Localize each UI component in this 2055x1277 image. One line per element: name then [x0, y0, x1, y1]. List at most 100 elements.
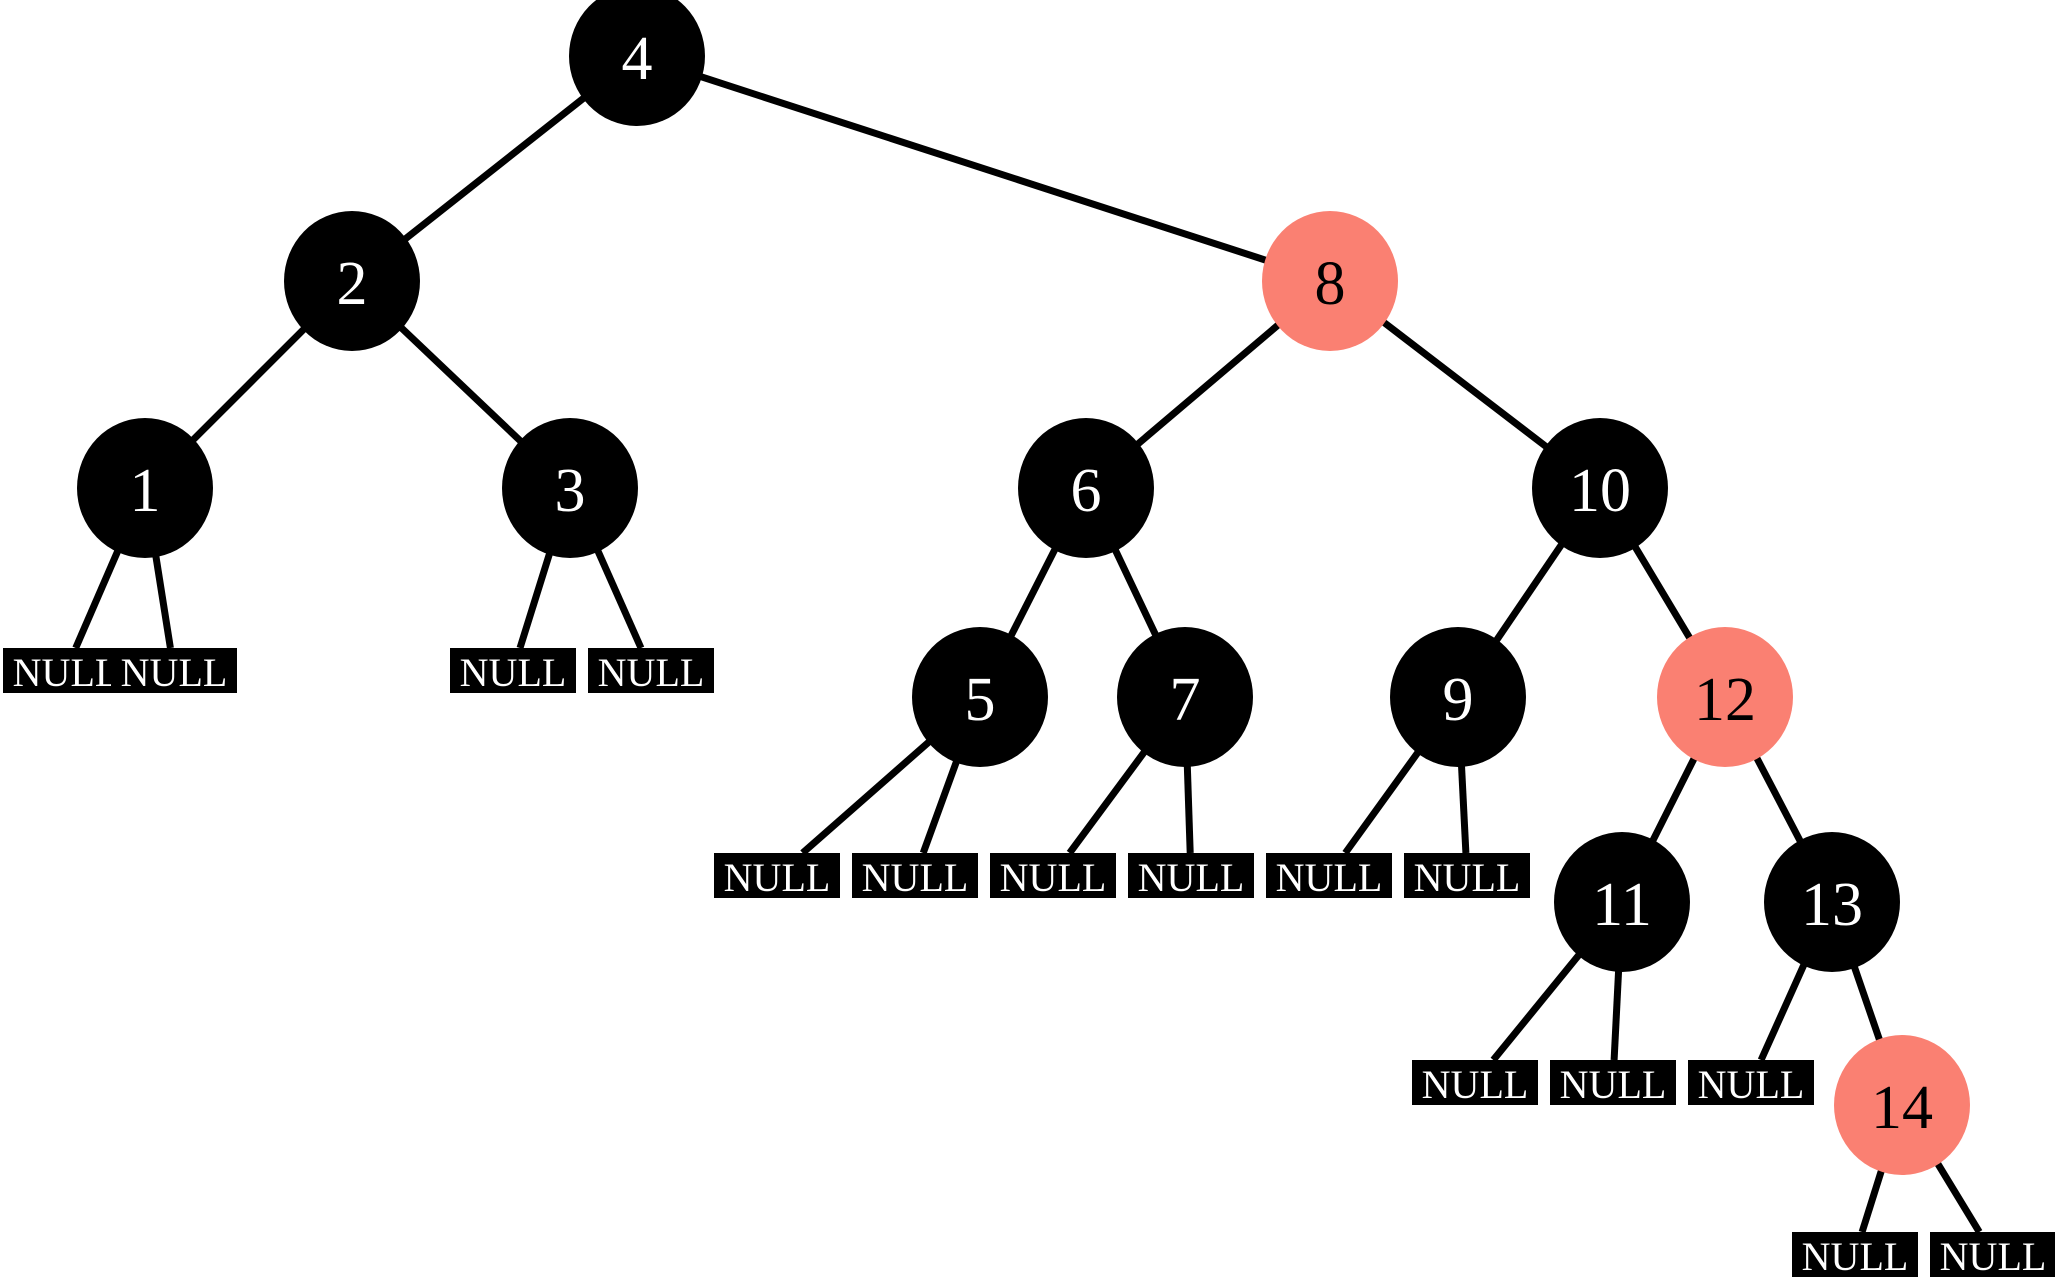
node-label: 4	[622, 25, 653, 93]
node-label: 5	[965, 666, 996, 734]
null-edge	[1610, 970, 1623, 1061]
tree-node-11[interactable]: 11	[1554, 832, 1690, 972]
null-box	[1404, 853, 1530, 898]
null-box	[1930, 1232, 2055, 1277]
black-node-circle	[1532, 418, 1668, 558]
tree-node-10[interactable]: 10	[1532, 418, 1668, 558]
tree-edge	[1112, 548, 1159, 637]
tree-node-7[interactable]: 7	[1117, 627, 1253, 767]
node-label: 6	[1071, 457, 1102, 525]
tree-node-5[interactable]: 5	[912, 627, 1048, 767]
null-label: NULL	[13, 650, 120, 695]
node-label: 13	[1801, 871, 1863, 939]
null-box	[450, 648, 576, 693]
red-node-circle	[1834, 1035, 1970, 1175]
node-label: 7	[1170, 666, 1201, 734]
null-edge	[800, 738, 932, 856]
null-node[interactable]: NULL	[1930, 1232, 2055, 1277]
tree-edge	[1649, 756, 1698, 843]
null-node[interactable]: NULL	[1128, 853, 1254, 900]
null-node[interactable]: NULL	[1550, 1060, 1676, 1107]
null-box	[1412, 1060, 1538, 1105]
tree-node-3[interactable]: 3	[502, 418, 638, 558]
tree-node-12[interactable]: 12	[1657, 627, 1793, 767]
null-node[interactable]: NULL	[450, 648, 576, 695]
null-box	[852, 853, 978, 898]
null-label: NULL	[1802, 1234, 1909, 1277]
node-label: 2	[337, 250, 368, 318]
null-edge	[1757, 962, 1808, 1062]
tree-edge	[1007, 547, 1059, 638]
tree-edge	[1631, 544, 1694, 641]
null-node[interactable]: NULL	[1266, 853, 1392, 900]
node-label: 8	[1315, 250, 1346, 318]
null-label: NULL	[1422, 1062, 1529, 1107]
black-node-circle	[502, 418, 638, 558]
null-node[interactable]: NULL	[3, 648, 129, 695]
null-box	[714, 853, 840, 898]
null-node[interactable]: NULL	[714, 853, 840, 900]
null-node[interactable]: NULL	[1688, 1060, 1814, 1107]
null-edge	[1066, 749, 1148, 856]
node-label: 1	[130, 457, 161, 525]
null-edge	[152, 555, 174, 649]
null-edge	[1458, 765, 1470, 854]
null-label: NULL	[724, 855, 831, 900]
null-node[interactable]: NULL	[1404, 853, 1530, 900]
node-label: 9	[1443, 666, 1474, 734]
null-edge	[1858, 1169, 1885, 1234]
null-node[interactable]: NULL	[1412, 1060, 1538, 1107]
null-node[interactable]: NULL	[1792, 1232, 1918, 1277]
null-edge	[72, 549, 122, 650]
null-edge	[594, 548, 645, 650]
null-box	[990, 853, 1116, 898]
null-edge	[1342, 749, 1422, 856]
null-box	[588, 648, 714, 693]
null-label: NULL	[1940, 1234, 2047, 1277]
tree-node-9[interactable]: 9	[1390, 627, 1526, 767]
black-node-circle	[1117, 627, 1253, 767]
null-node[interactable]: NULL	[990, 853, 1116, 900]
node-label: 11	[1592, 871, 1652, 939]
tree-edge	[1753, 755, 1804, 844]
null-label: NULL	[460, 650, 567, 695]
null-box	[1550, 1060, 1676, 1105]
tree-node-14[interactable]: 14	[1834, 1035, 1970, 1175]
null-node[interactable]: NULL	[852, 853, 978, 900]
red-node-circle	[1262, 211, 1398, 351]
tree-node-8[interactable]: 8	[1262, 211, 1398, 351]
tree-node-4[interactable]: 4	[569, 0, 705, 126]
tree-edge	[402, 94, 587, 243]
null-edge	[1490, 952, 1582, 1063]
null-box	[111, 648, 237, 693]
tree-edge	[1850, 965, 1884, 1042]
edge-layer	[72, 73, 1983, 1234]
tree-node-1[interactable]: 1	[77, 418, 213, 558]
red-node-circle	[1657, 627, 1793, 767]
tree-edge	[1135, 321, 1281, 448]
null-label: NULL	[1000, 855, 1107, 900]
tree-edge	[1381, 319, 1549, 450]
black-node-circle	[1018, 418, 1154, 558]
null-node[interactable]: NULL	[588, 648, 714, 695]
null-label: NULL	[598, 650, 705, 695]
null-node[interactable]: NULL	[111, 648, 237, 695]
null-edge	[1183, 765, 1194, 854]
null-label: NULL	[121, 650, 228, 695]
node-label: 14	[1871, 1074, 1933, 1142]
null-label: NULL	[1276, 855, 1383, 900]
null-label: NULL	[1138, 855, 1245, 900]
null-label: NULL	[862, 855, 969, 900]
tree-node-2[interactable]: 2	[284, 211, 420, 351]
null-box	[3, 648, 129, 693]
null-edge	[919, 760, 960, 855]
black-node-circle	[1764, 832, 1900, 972]
tree-node-6[interactable]: 6	[1018, 418, 1154, 558]
black-node-circle	[77, 418, 213, 558]
black-node-circle	[284, 211, 420, 351]
black-node-circle	[1390, 627, 1526, 767]
tree-node-13[interactable]: 13	[1764, 832, 1900, 972]
